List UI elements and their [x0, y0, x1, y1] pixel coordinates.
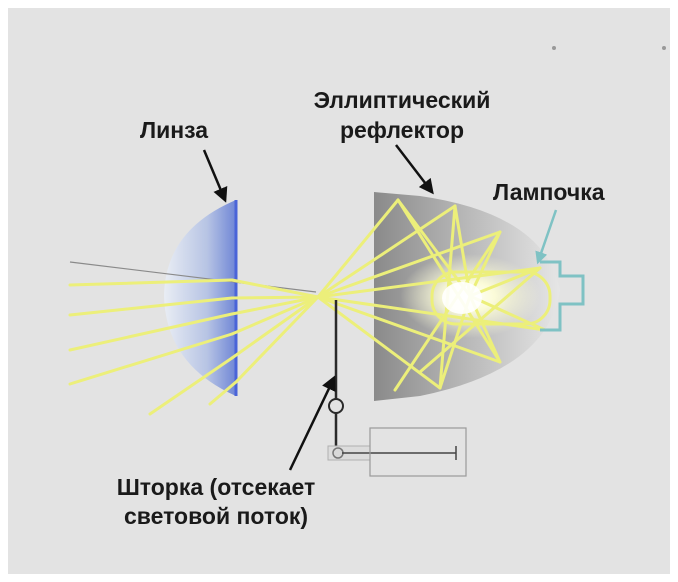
ray-exit-5 — [148, 356, 234, 416]
ray-lens-2 — [230, 295, 320, 300]
reflector-label-line1: Эллиптический — [313, 87, 491, 113]
ray-lens-4 — [230, 295, 320, 336]
speck — [552, 46, 556, 50]
shutter-label-line2: световой поток) — [123, 503, 309, 529]
bulb-socket — [540, 260, 585, 332]
lens-pointer-arrow — [202, 149, 228, 203]
ray-refl-1 — [396, 198, 472, 298]
reflector-label-line2: рефлектор — [339, 117, 465, 143]
light-rays — [68, 198, 547, 416]
actuator-pin — [332, 447, 344, 459]
shutter-label-line1: Шторка (отсекает — [116, 474, 316, 500]
actuator-housing — [369, 427, 467, 477]
bulb-capsule — [430, 270, 552, 326]
bulb-label: Лампочка — [493, 179, 605, 205]
ray-focus-1 — [316, 198, 400, 299]
ray-focus-6 — [316, 295, 502, 364]
ray-cross-3 — [393, 230, 502, 392]
bulb-filament — [442, 282, 482, 314]
bulb-pointer-arrow — [535, 209, 558, 265]
ray-focus-3 — [316, 230, 502, 299]
shutter-pointer-arrow — [288, 375, 336, 471]
ray-lens-3 — [230, 295, 320, 316]
ray-focus-2 — [316, 204, 457, 299]
ray-lens-1 — [230, 278, 320, 299]
reflector-pointer-arrow — [395, 144, 434, 195]
lens-label: Линза — [140, 117, 209, 143]
ray-exit-3 — [68, 312, 234, 352]
ray-lens-6 — [234, 295, 320, 384]
ray-cross-4 — [418, 266, 542, 374]
lens — [164, 200, 236, 396]
speck — [662, 46, 666, 50]
shutter-pivot — [328, 398, 344, 414]
ray-exit-6 — [208, 380, 238, 406]
ray-exit-1 — [68, 278, 234, 287]
ray-exit-2 — [68, 296, 234, 317]
ray-refl-3 — [468, 230, 502, 298]
ray-exit-4 — [68, 332, 234, 386]
ray-lens-5 — [230, 295, 320, 360]
